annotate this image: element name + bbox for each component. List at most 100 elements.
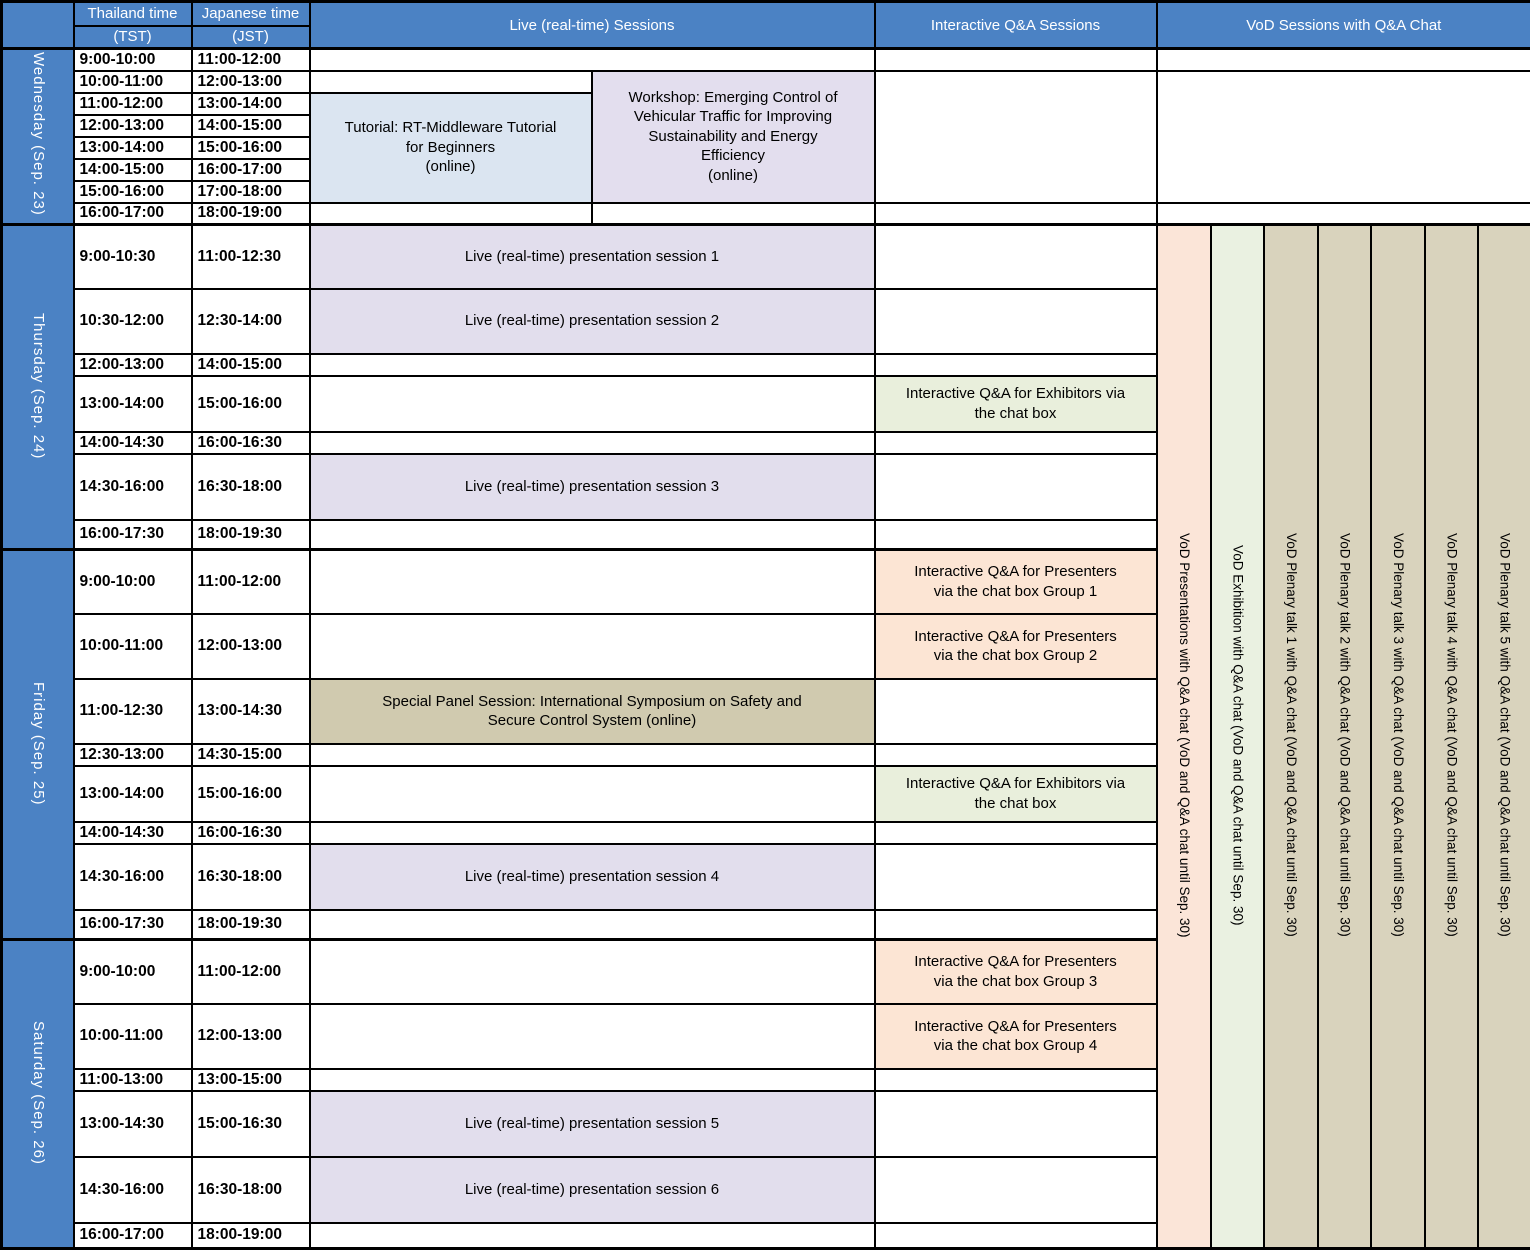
- vod-column-label: VoD Plenary talk 1 with Q&A chat (VoD an…: [1283, 533, 1299, 937]
- empty-cell: [873, 677, 1158, 745]
- empty-cell: [873, 908, 1158, 941]
- day-band-saturday: Saturday (Sep. 26): [0, 938, 75, 1250]
- time-cell-jst: 18:00-19:30: [190, 908, 311, 941]
- event-qa-exhibitors: Interactive Q&A for Exhibitors via the c…: [873, 374, 1158, 433]
- vod-column-plenary-2: VoD Plenary talk 2 with Q&A chat (VoD an…: [1316, 223, 1372, 1250]
- time-cell-tst: 14:30-16:00: [72, 452, 193, 521]
- empty-cell: [873, 69, 1158, 204]
- time-cell-jst: 16:00-17:00: [190, 157, 311, 182]
- empty-cell: [308, 612, 876, 680]
- day-band-thursday: Thursday (Sep. 24): [0, 223, 75, 551]
- vod-column-plenary-4: VoD Plenary talk 4 with Q&A chat (VoD an…: [1423, 223, 1479, 1250]
- time-cell-jst: 18:00-19:00: [190, 1221, 311, 1250]
- time-cell-jst: 13:00-14:30: [190, 677, 311, 745]
- empty-cell: [1155, 47, 1530, 72]
- empty-cell: [873, 842, 1158, 911]
- empty-cell: [308, 1221, 876, 1250]
- time-cell-jst: 11:00-12:00: [190, 47, 311, 72]
- empty-cell: [873, 1089, 1158, 1158]
- time-cell-tst: 10:30-12:00: [72, 287, 193, 355]
- day-band-wednesday: Wednesday (Sep. 23): [0, 47, 75, 226]
- event-live-session-5: Live (real-time) presentation session 5: [308, 1089, 876, 1158]
- time-cell-jst: 15:00-16:00: [190, 135, 311, 160]
- day-label: Wednesday (Sep. 23): [30, 52, 47, 216]
- event-qa-presenters-group1: Interactive Q&A for Presenters via the c…: [873, 548, 1158, 615]
- time-cell-jst: 15:00-16:00: [190, 374, 311, 433]
- header-jst-abbr: (JST): [190, 24, 311, 50]
- time-cell-jst: 14:00-15:00: [190, 113, 311, 138]
- time-cell-tst: 16:00-17:00: [72, 201, 193, 226]
- time-cell-tst: 14:30-16:00: [72, 1155, 193, 1224]
- event-qa-presenters-group4: Interactive Q&A for Presenters via the c…: [873, 1002, 1158, 1070]
- time-cell-jst: 16:30-18:00: [190, 452, 311, 521]
- time-cell-tst: 11:00-12:00: [72, 91, 193, 116]
- empty-cell: [308, 69, 593, 94]
- empty-cell: [308, 1067, 876, 1092]
- time-cell-tst: 14:30-16:00: [72, 842, 193, 911]
- time-cell-jst: 16:30-18:00: [190, 1155, 311, 1224]
- vod-column-label: VoD Plenary talk 4 with Q&A chat (VoD an…: [1444, 533, 1460, 937]
- time-cell-tst: 13:00-14:30: [72, 1089, 193, 1158]
- vod-column-label: VoD Plenary talk 3 with Q&A chat (VoD an…: [1390, 533, 1406, 937]
- empty-cell: [873, 223, 1158, 290]
- empty-cell: [308, 764, 876, 823]
- empty-cell: [1155, 69, 1530, 204]
- event-tutorial: Tutorial: RT-Middleware Tutorial for Beg…: [308, 91, 593, 204]
- event-qa-presenters-group3: Interactive Q&A for Presenters via the c…: [873, 938, 1158, 1005]
- empty-cell: [308, 352, 876, 377]
- empty-cell: [308, 201, 593, 226]
- empty-cell: [308, 47, 876, 72]
- time-cell-tst: 16:00-17:30: [72, 518, 193, 551]
- header-japanese-time: Japanese time: [190, 0, 311, 27]
- empty-cell: [873, 518, 1158, 551]
- event-live-session-3: Live (real-time) presentation session 3: [308, 452, 876, 521]
- time-cell-tst: 13:00-14:00: [72, 374, 193, 433]
- event-workshop: Workshop: Emerging Control of Vehicular …: [590, 69, 876, 204]
- empty-cell: [873, 820, 1158, 845]
- vod-column-label: VoD Exhibition with Q&A chat (VoD and Q&…: [1230, 544, 1246, 926]
- time-cell-tst: 9:00-10:00: [72, 938, 193, 1005]
- day-label: Saturday (Sep. 26): [30, 1021, 47, 1165]
- time-cell-jst: 15:00-16:30: [190, 1089, 311, 1158]
- time-cell-tst: 10:00-11:00: [72, 1002, 193, 1070]
- empty-cell: [308, 1002, 876, 1070]
- event-qa-exhibitors: Interactive Q&A for Exhibitors via the c…: [873, 764, 1158, 823]
- time-cell-jst: 12:00-13:00: [190, 69, 311, 94]
- time-cell-tst: 9:00-10:00: [72, 47, 193, 72]
- empty-cell: [873, 430, 1158, 455]
- corner-cell: [0, 0, 75, 50]
- vod-column-plenary-3: VoD Plenary talk 3 with Q&A chat (VoD an…: [1369, 223, 1426, 1250]
- time-cell-jst: 11:00-12:00: [190, 548, 311, 615]
- empty-cell: [308, 548, 876, 615]
- event-qa-presenters-group2: Interactive Q&A for Presenters via the c…: [873, 612, 1158, 680]
- time-cell-jst: 11:00-12:30: [190, 223, 311, 290]
- time-cell-jst: 13:00-15:00: [190, 1067, 311, 1092]
- time-cell-tst: 16:00-17:00: [72, 1221, 193, 1250]
- empty-cell: [873, 47, 1158, 72]
- time-cell-tst: 15:00-16:00: [72, 179, 193, 204]
- time-cell-jst: 16:30-18:00: [190, 842, 311, 911]
- time-cell-tst: 13:00-14:00: [72, 764, 193, 823]
- empty-cell: [873, 452, 1158, 521]
- empty-cell: [1155, 201, 1530, 226]
- empty-cell: [873, 201, 1158, 226]
- empty-cell: [873, 1221, 1158, 1250]
- header-vod-sessions: VoD Sessions with Q&A Chat: [1155, 0, 1530, 50]
- time-cell-jst: 12:30-14:00: [190, 287, 311, 355]
- time-cell-tst: 10:00-11:00: [72, 69, 193, 94]
- empty-cell: [308, 430, 876, 455]
- vod-column-label: VoD Presentations with Q&A chat (VoD and…: [1176, 532, 1192, 938]
- event-live-session-6: Live (real-time) presentation session 6: [308, 1155, 876, 1224]
- empty-cell: [873, 352, 1158, 377]
- day-label: Thursday (Sep. 24): [30, 312, 47, 460]
- header-tst-abbr: (TST): [72, 24, 193, 50]
- header-live-sessions: Live (real-time) Sessions: [308, 0, 876, 50]
- time-cell-tst: 12:30-13:00: [72, 742, 193, 767]
- event-special-panel: Special Panel Session: International Sym…: [308, 677, 876, 745]
- empty-cell: [308, 374, 876, 433]
- time-cell-jst: 18:00-19:00: [190, 201, 311, 226]
- header-qa-sessions: Interactive Q&A Sessions: [873, 0, 1158, 50]
- empty-cell: [873, 742, 1158, 767]
- time-cell-tst: 12:00-13:00: [72, 113, 193, 138]
